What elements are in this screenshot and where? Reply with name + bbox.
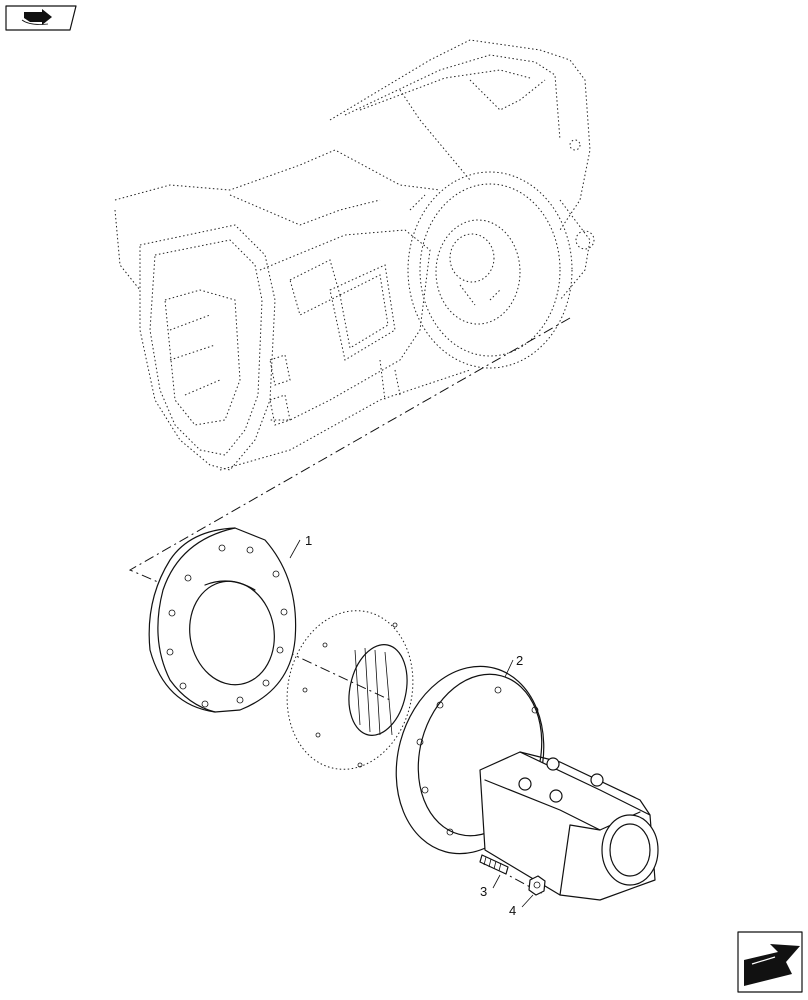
callout-4: 4 [509, 903, 516, 918]
part-2-axle-housing [395, 665, 659, 901]
callout-3: 3 [480, 884, 487, 899]
leader-2 [504, 659, 514, 678]
leader-1 [289, 539, 301, 559]
leader-3 [492, 874, 501, 889]
part-1-brake-housing [148, 527, 297, 713]
part-3-stud [479, 854, 509, 875]
book-arrow-icon[interactable] [5, 5, 77, 31]
leader-4 [521, 894, 534, 908]
callout-2: 2 [516, 653, 523, 668]
callout-1: 1 [305, 533, 312, 548]
next-page-arrow-icon[interactable] [737, 931, 803, 993]
transmission-housing [114, 39, 595, 471]
part-4-nut [528, 875, 546, 896]
ring-gear [286, 610, 414, 770]
